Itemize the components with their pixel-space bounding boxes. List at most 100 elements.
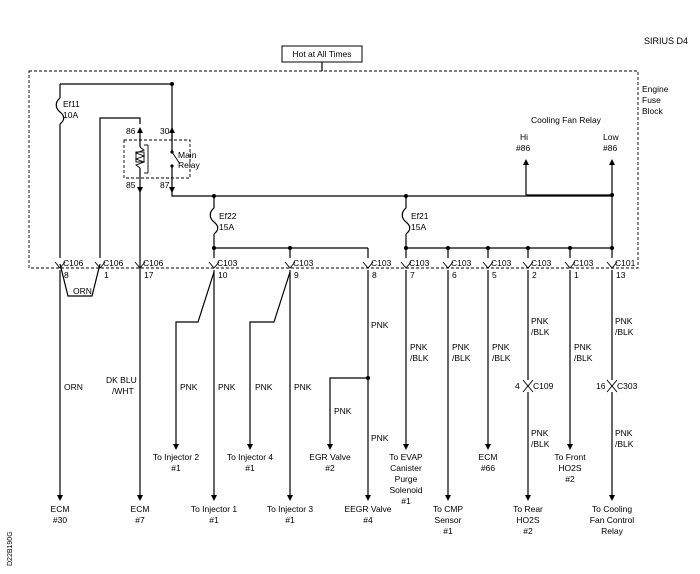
svg-text:#4: #4 [363,515,373,525]
wire-color-cmp-blk: /BLK [452,353,471,363]
destination-eegr-valve: EEGR Valve #4 [344,504,391,525]
svg-text:C103: C103 [217,258,238,268]
svg-text:To Front: To Front [554,452,586,462]
destination-cmp-sensor: To CMP Sensor #1 [433,504,464,536]
svg-text:2: 2 [532,270,537,280]
wire-color-fan-upper-pnk: PNK [615,316,633,326]
destination-ecm-30: ECM #30 [51,504,70,525]
wire-color-inj1: PNK [218,382,236,392]
hot-at-all-times-box: Hot at All Times [281,45,363,63]
svg-text:Purge: Purge [395,474,418,484]
destination-ecm-7: ECM #7 [131,504,150,525]
fuse-ef11-rating: 10A [63,110,78,120]
svg-text:Fan Control: Fan Control [590,515,635,525]
fuse-block-label-line1: Engine [642,84,669,94]
cooling-fan-relay-title: Cooling Fan Relay [531,115,602,125]
wire-color-fan-upper-blk: /BLK [615,327,634,337]
svg-text:#2: #2 [325,463,335,473]
svg-text:To Rear: To Rear [513,504,543,514]
svg-text:C103: C103 [531,258,552,268]
wire-color-eegr-upper: PNK [371,320,389,330]
hot-at-all-times-label: Hot at All Times [292,49,351,59]
wire-color-fan-lower-pnk: PNK [615,428,633,438]
destination-cooling-fan-control-relay: To Cooling Fan Control Relay [590,504,635,536]
main-relay: 86 30 85 87 Main Relay [123,126,200,190]
figure-id: D22B190G [7,531,14,566]
cooling-fan-low-label: Low [603,132,619,142]
destination-injector-4: To Injector 4 #1 [227,452,274,473]
svg-text:C103: C103 [409,258,430,268]
destination-egr-valve: EGR Valve #2 [309,452,351,473]
svg-text:1: 1 [574,270,579,280]
wire-color-wht: /WHT [112,386,134,396]
main-relay-label-line2: Relay [178,160,200,170]
svg-text:5: 5 [492,270,497,280]
connector-c103-7: C103 7 [400,258,430,280]
svg-text:HO2S: HO2S [558,463,581,473]
svg-text:#2: #2 [565,474,575,484]
wire-color-dk-blu: DK BLU [106,375,137,385]
svg-text:To Injector 4: To Injector 4 [227,452,274,462]
svg-text:#1: #1 [285,515,295,525]
wire-color-rear-upper-blk: /BLK [531,327,550,337]
svg-text:To Injector 3: To Injector 3 [267,504,314,514]
destination-injector-3: To Injector 3 #1 [267,504,314,525]
destination-front-ho2s: To Front HO2S #2 [554,452,586,484]
svg-text:#7: #7 [135,515,145,525]
connector-c103-6: C103 6 [442,258,472,280]
destination-rear-ho2s: To Rear HO2S #2 [513,504,543,536]
wire-color-rear-upper-pnk: PNK [531,316,549,326]
svg-text:#1: #1 [171,463,181,473]
svg-text:To EVAP: To EVAP [389,452,423,462]
svg-text:#1: #1 [209,515,219,525]
svg-text:C103: C103 [293,258,314,268]
svg-text:#30: #30 [53,515,67,525]
svg-text:Relay: Relay [601,526,623,536]
destination-ecm-66: ECM #66 [479,452,498,473]
fuse-block-label-line3: Block [642,106,664,116]
svg-text:C103: C103 [371,258,392,268]
engine-fuse-block-border [28,70,639,269]
wire-color-rear-lower-pnk: PNK [531,428,549,438]
destination-injector-1: To Injector 1 #1 [191,504,238,525]
svg-text:7: 7 [410,270,415,280]
wire-color-cmp-pnk: PNK [452,342,470,352]
wire-color-ecm66-pnk: PNK [492,342,510,352]
connector-c101-13: C101 13 [606,258,636,280]
svg-text:HO2S: HO2S [516,515,539,525]
wire-color-evap-blk: /BLK [410,353,429,363]
svg-text:6: 6 [452,270,457,280]
c303-name: C303 [617,381,638,391]
wire-color-inj3: PNK [294,382,312,392]
svg-text:9: 9 [294,270,299,280]
svg-text:To Injector 2: To Injector 2 [153,452,200,462]
wire-color-front-pnk: PNK [574,342,592,352]
fuse-ef22-rating: 15A [219,222,234,232]
svg-text:C101: C101 [615,258,636,268]
wire-color-eegr-lower: PNK [371,433,389,443]
wire-color-egr: PNK [334,406,352,416]
svg-text:#1: #1 [401,496,411,506]
wire-color-orn-loop: ORN [73,286,92,296]
connector-c106-1: C106 1 [94,258,124,280]
svg-text:8: 8 [64,270,69,280]
svg-text:8: 8 [372,270,377,280]
svg-text:ECM: ECM [51,504,70,514]
connector-c103-1: C103 1 [564,258,594,280]
relay-pin-30: 30 [160,126,170,136]
cooling-fan-hi-label: Hi [520,132,528,142]
main-relay-label-line1: Main [178,150,197,160]
connector-c106-17: C106 17 [134,258,164,280]
svg-text:To CMP: To CMP [433,504,464,514]
fuse-block-label-line2: Fuse [642,95,661,105]
c109-name: C109 [533,381,554,391]
svg-text:#1: #1 [443,526,453,536]
svg-text:ECM: ECM [131,504,150,514]
destination-injector-2: To Injector 2 #1 [153,452,200,473]
connector-c106-8: C106 8 [54,258,84,280]
c303-pin: 16 [596,381,606,391]
svg-text:Sensor: Sensor [435,515,462,525]
svg-text:C106: C106 [143,258,164,268]
wire-color-evap-pnk: PNK [410,342,428,352]
